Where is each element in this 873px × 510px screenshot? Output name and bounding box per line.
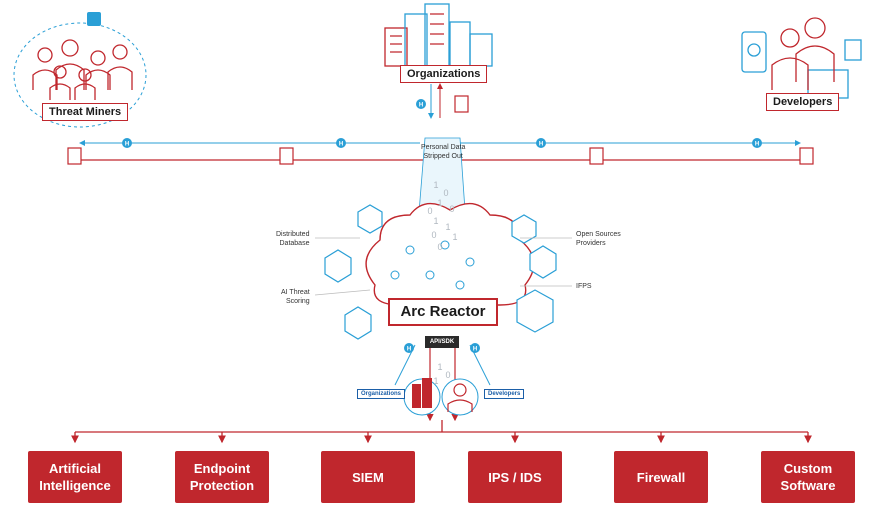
binary-digit: 1 — [433, 376, 438, 386]
binary-digit: 0 — [427, 206, 432, 216]
category-custom-software: Custom Software — [761, 451, 855, 503]
binary-digit: 1 — [437, 362, 442, 372]
threat-miners-group-icon — [13, 12, 147, 128]
binary-digit: 0 — [445, 370, 450, 380]
api-sdk-label: API/SDK — [425, 336, 459, 348]
binary-digit: 1 — [437, 198, 442, 208]
developers-small-label: Developers — [484, 389, 525, 399]
category-endpoint-protection: Endpoint Protection — [175, 451, 269, 503]
organizations-small-icon — [403, 378, 441, 416]
binary-digit: 0 — [431, 230, 436, 240]
binary-digit: 1 — [445, 222, 450, 232]
binary-digit: 0 — [437, 242, 442, 252]
h-badge-text: H — [419, 103, 423, 109]
developers-group-icon — [741, 17, 862, 99]
category-ips-ids: IPS / IDS — [468, 451, 562, 503]
data-cube-icon — [324, 204, 557, 340]
threat-miners-label: Threat Miners — [42, 103, 129, 121]
h-badge-text: H — [539, 142, 543, 148]
h-badge-text: H — [755, 142, 759, 148]
ai-threat-scoring-label: AI Threat Scoring — [281, 289, 310, 305]
category-artificial-intelligence: Artificial Intelligence — [28, 451, 122, 503]
organizations-label: Organizations — [400, 65, 488, 83]
h-badge-text: H — [125, 142, 129, 148]
category-firewall: Firewall — [614, 451, 708, 503]
binary-digit: 1 — [433, 216, 438, 226]
ifps-label: IFPS — [576, 283, 592, 290]
organizations-buildings-icon — [384, 3, 493, 67]
arc-reactor-label: Arc Reactor — [388, 298, 498, 326]
h-badge-text: H — [473, 347, 477, 353]
personal-data-label: Personal Data Stripped Out — [421, 144, 466, 160]
organizations-small-label: Organizations — [357, 389, 406, 399]
binary-digit: 0 — [443, 188, 448, 198]
binary-digit: 1 — [452, 232, 457, 242]
open-sources-label: Open Sources Providers — [576, 231, 621, 247]
brain-cloud-icon — [365, 202, 535, 306]
distributed-database-label: Distributed Database — [276, 231, 310, 247]
binary-digit: 1 — [433, 180, 438, 190]
category-siem: SIEM — [321, 451, 415, 503]
h-badge-text: H — [339, 142, 343, 148]
h-badge-text: H — [407, 347, 411, 353]
developers-label: Developers — [766, 93, 840, 111]
binary-digit: 0 — [449, 204, 454, 214]
developers-small-icon — [441, 378, 479, 416]
data-document-icon — [67, 95, 814, 165]
